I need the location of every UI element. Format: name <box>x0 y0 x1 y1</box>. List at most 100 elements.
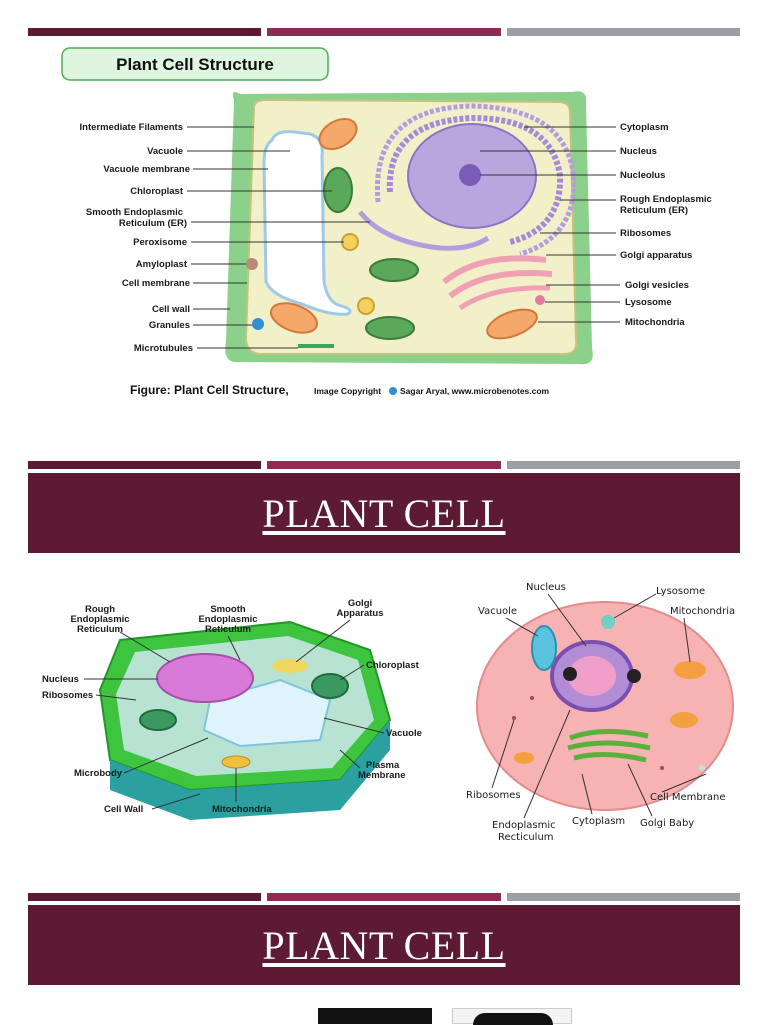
label-cytoplasm: Cytoplasm <box>572 816 625 827</box>
stripe-gray <box>506 28 740 36</box>
smooth-er <box>358 210 490 251</box>
mitochondria-3d <box>221 755 251 769</box>
leader-line <box>547 593 587 647</box>
leader-line <box>323 717 385 734</box>
label-cell-membrane: Cell membrane <box>122 278 190 289</box>
mitochondria-cartoon <box>674 661 706 679</box>
vacuole <box>262 130 352 316</box>
label-vacuole: Vacuole <box>147 146 183 157</box>
label-golgi-apparatus: Golgi apparatus <box>620 250 692 261</box>
label-smooth-er-3: Reticulum <box>205 624 251 635</box>
golgi-cartoon <box>567 728 651 763</box>
slide3-image-left <box>318 1008 432 1024</box>
cell-wall-side <box>110 720 390 820</box>
label-peroxisome: Peroxisome <box>133 237 187 248</box>
stripe-mid <box>267 893 501 901</box>
cartoon-cell-diagram: Nucleus Lysosome Vacuole Mitochondria Ri… <box>466 582 735 843</box>
label-cell-wall: Cell wall <box>152 304 190 315</box>
stripe-dark <box>28 28 262 36</box>
lysosome <box>535 295 545 305</box>
diagram-title-box <box>61 47 329 81</box>
slide3-image-right-shape <box>473 1013 553 1025</box>
label-vacuole: Vacuole <box>478 606 517 617</box>
label-lysosome: Lysosome <box>625 297 672 308</box>
leader-line <box>123 737 209 774</box>
label-mitochondria: Mitochondria <box>625 317 685 328</box>
label-rough-er-2: Reticulum (ER) <box>620 205 688 216</box>
label-cell-membrane: Cell Membrane <box>650 792 725 803</box>
nucleus-face <box>568 656 616 696</box>
cartoon-labels: Nucleus Lysosome Vacuole Mitochondria Ri… <box>466 582 735 843</box>
slide2-banner-title: PLANT CELL <box>262 490 506 536</box>
label-golgi-2: Apparatus <box>337 608 384 619</box>
leader-line <box>491 719 515 789</box>
leader-line <box>581 773 593 815</box>
golgi-apparatus <box>442 255 547 285</box>
label-nucleus: Nucleus <box>526 582 566 593</box>
label-ribosomes: Ribosomes <box>466 790 521 801</box>
label-rough-er-1: Rough <box>85 604 115 615</box>
figure-caption: Figure: Plant Cell Structure, <box>130 383 289 397</box>
leader-line <box>339 664 365 681</box>
label-ribosomes: Ribosomes <box>620 228 671 239</box>
label-microtubules: Microtubules <box>134 343 193 354</box>
stripe-gray <box>506 461 740 469</box>
amyloplast <box>246 258 258 270</box>
label-plasma-2: Membrane <box>358 770 406 781</box>
stripe-mid <box>267 28 501 36</box>
label-lysosome: Lysosome <box>656 586 705 597</box>
top-stripe <box>28 28 740 36</box>
caption-credit: Sagar Aryal, www.microbenotes.com <box>400 386 550 396</box>
nucleus-3d <box>156 653 254 703</box>
label-vacuole-membrane: Vacuole membrane <box>103 164 190 175</box>
label-chloroplast: Chloroplast <box>130 186 184 197</box>
leader-line <box>683 617 691 663</box>
headphone-icon <box>627 669 641 683</box>
right-labels: Cytoplasm Nucleus Nucleolus Rough Endopl… <box>480 122 712 328</box>
label-smooth-er-2: Endoplasmic <box>198 614 257 625</box>
label-nucleus: Nucleus <box>620 146 657 157</box>
label-vacuole: Vacuole <box>386 728 422 739</box>
chloroplast-3d <box>139 709 177 731</box>
leader-line <box>661 773 707 793</box>
slide2-stripe <box>28 461 740 469</box>
leader-line <box>151 793 201 810</box>
label-cell-wall: Cell Wall <box>104 804 143 815</box>
leader-line <box>227 635 241 661</box>
label-intermediate-filaments: Intermediate Filaments <box>80 122 183 133</box>
leader-line <box>627 763 653 817</box>
stripe-dark <box>28 893 262 901</box>
copyright-icon <box>389 387 397 395</box>
left-labels: Intermediate Filaments Vacuole Vacuole m… <box>80 122 370 354</box>
label-chloroplast: Chloroplast <box>366 660 420 671</box>
ribosome-dot <box>512 716 516 720</box>
slide3-banner-title: PLANT CELL <box>262 922 506 968</box>
label-endoplasmic-2: Recticulum <box>498 832 554 843</box>
stripe-dark <box>28 461 262 469</box>
ribosome-dot <box>530 696 534 700</box>
golgi-layer <box>448 269 553 299</box>
slide2-banner: PLANT CELL <box>28 473 740 553</box>
leader-line <box>613 593 657 619</box>
plant-cell-3d-diagram: Rough Endoplasmic Reticulum Smooth Endop… <box>42 598 422 820</box>
label-amyloplast: Amyloplast <box>136 259 188 270</box>
golgi-layer-2 <box>458 285 551 311</box>
headphone-icon <box>563 667 577 681</box>
ribosome-dot <box>699 765 705 771</box>
slide3-image-right <box>452 1008 572 1025</box>
nucleolus <box>459 164 481 186</box>
mitochondria-cartoon <box>514 752 534 764</box>
lysosome-cartoon <box>601 615 615 629</box>
mitochondrion <box>318 117 358 151</box>
caption-copyright: Image Copyright <box>314 386 381 396</box>
label-smooth-er-1: Smooth <box>210 604 246 615</box>
left-3d-labels: Rough Endoplasmic Reticulum Smooth Endop… <box>42 598 422 815</box>
label-rough-er-3: Reticulum <box>77 624 123 635</box>
diagram-title: Plant Cell Structure <box>116 55 274 74</box>
label-rough-er-1: Rough Endoplasmic <box>620 194 712 205</box>
label-golgi-baby: Golgi Baby <box>640 818 694 829</box>
slide3-stripe <box>28 893 740 901</box>
plant-cell-structure-diagram: Plant Cell Structure Intermediate Filame… <box>61 47 712 397</box>
leader-line <box>119 631 171 663</box>
mitochondrion <box>486 308 538 340</box>
